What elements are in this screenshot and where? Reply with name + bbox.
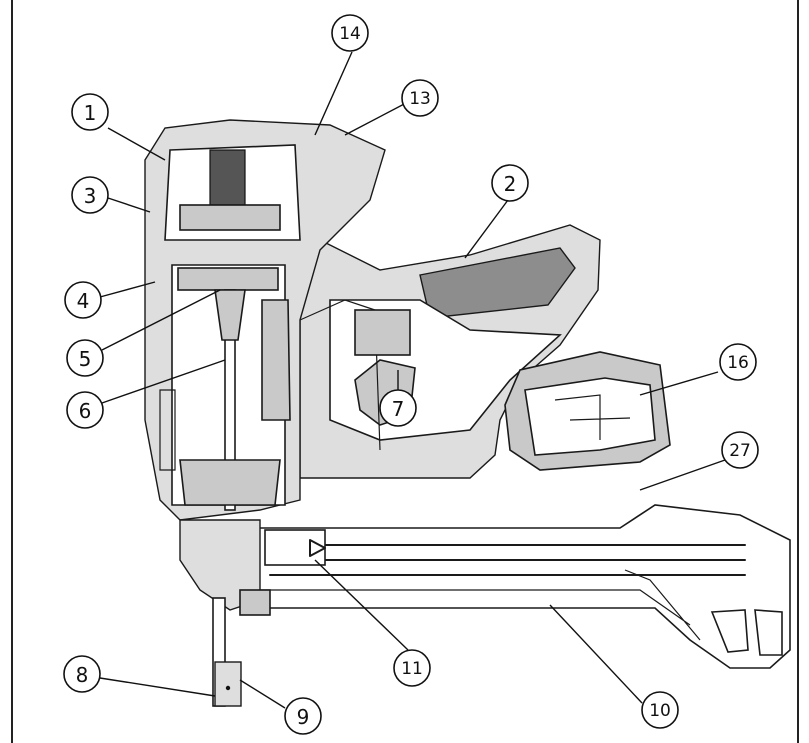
callout-11: 11 (393, 649, 431, 687)
callout-7: 7 (379, 389, 417, 427)
callout-16-label: 16 (727, 353, 749, 373)
magazine-grip-slot-2 (754, 609, 783, 656)
callout-10: 10 (641, 691, 679, 729)
piston-head (177, 267, 279, 291)
motor-coil (209, 149, 246, 206)
feeder (264, 529, 326, 566)
callout-3-label: 3 (84, 184, 97, 208)
callout-1: 1 (71, 93, 109, 131)
callout-5-label: 5 (79, 347, 92, 371)
callout-2: 2 (491, 164, 529, 202)
callout-9: 9 (284, 697, 322, 735)
callout-2-label: 2 (504, 172, 517, 196)
callout-4: 4 (64, 281, 102, 319)
callout-1-label: 1 (84, 101, 97, 125)
callout-6-label: 6 (79, 399, 92, 423)
callout-6: 6 (66, 391, 104, 429)
callout-27-label: 27 (729, 441, 751, 461)
callout-3: 3 (71, 176, 109, 214)
magazine-grip-slot-1 (710, 609, 749, 653)
callout-7-label: 7 (392, 397, 405, 421)
callout-13: 13 (401, 79, 439, 117)
callout-4-label: 4 (77, 289, 90, 313)
callout-5: 5 (66, 339, 104, 377)
callout-13-label: 13 (409, 89, 431, 109)
magazine-rail (244, 504, 791, 669)
contact-tip (214, 661, 242, 707)
callout-16: 16 (719, 343, 757, 381)
callout-14: 14 (331, 14, 369, 52)
leader-lines (99, 51, 726, 709)
callout-27: 27 (721, 431, 759, 469)
nose-assembly (179, 519, 261, 611)
callout-8-label: 8 (76, 663, 89, 687)
callout-8: 8 (63, 655, 101, 693)
callout-10-label: 10 (649, 701, 671, 721)
tool-body (144, 119, 791, 707)
callout-14-label: 14 (339, 24, 361, 44)
callout-11-label: 11 (401, 659, 423, 679)
callout-9-label: 9 (297, 705, 310, 729)
